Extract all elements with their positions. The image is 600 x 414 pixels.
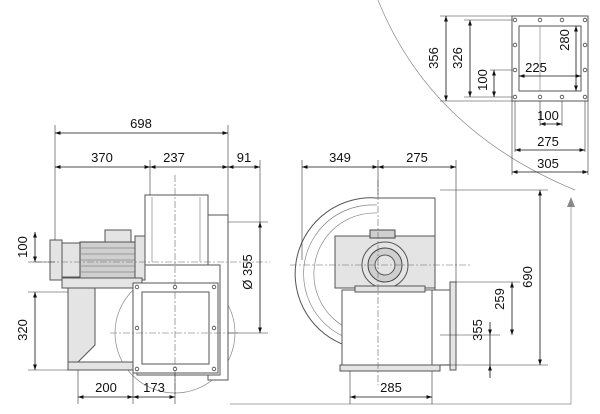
dim-flange-hole-spacing-h: 100 [537,108,559,123]
dim-flange-inner-width: 225 [525,60,547,75]
dim-side-housing-length: 237 [163,150,185,165]
dim-side-motor-length: 370 [91,150,113,165]
dim-front-total-height: 690 [520,266,535,288]
dim-front-width-right: 275 [406,150,428,165]
front-view [290,180,470,385]
side-view [35,175,270,395]
dim-base-foot-length: 200 [95,380,117,395]
dim-flange-bolt-height: 326 [450,47,465,69]
front-view-dimensions: 349 275 690 259 355 285 [301,150,548,404]
side-outlet-flange [132,282,219,374]
dim-flange-outer-height: 356 [426,47,441,69]
dim-outlet-offset: 173 [143,380,165,395]
dim-side-total-length: 698 [130,116,152,131]
flange-dimensions: 356 326 100 280 225 100 275 305 [426,15,589,175]
motor [49,229,146,289]
front-motor [334,229,436,293]
dim-front-base-width: 285 [380,380,402,395]
dim-front-outlet-height: 355 [470,319,485,341]
flange-detail [511,15,589,102]
dim-inlet-diameter: Ø 355 [240,254,255,289]
dim-side-offset-right: 91 [237,150,251,165]
dim-motor-axis-height: 100 [15,236,30,258]
dim-front-width-left: 349 [329,150,351,165]
dim-flange-inner-height: 280 [557,29,572,51]
side-view-dimensions: 698 370 237 91 100 320 Ø 355 200 173 [15,116,268,404]
dim-outlet-center-height: 320 [15,319,30,341]
dim-flange-hole-spacing-v: 100 [475,69,490,91]
dim-flange-bolt-width: 275 [537,134,559,149]
dim-flange-outer-width: 305 [537,156,559,171]
dim-front-outlet-top: 259 [492,288,507,310]
